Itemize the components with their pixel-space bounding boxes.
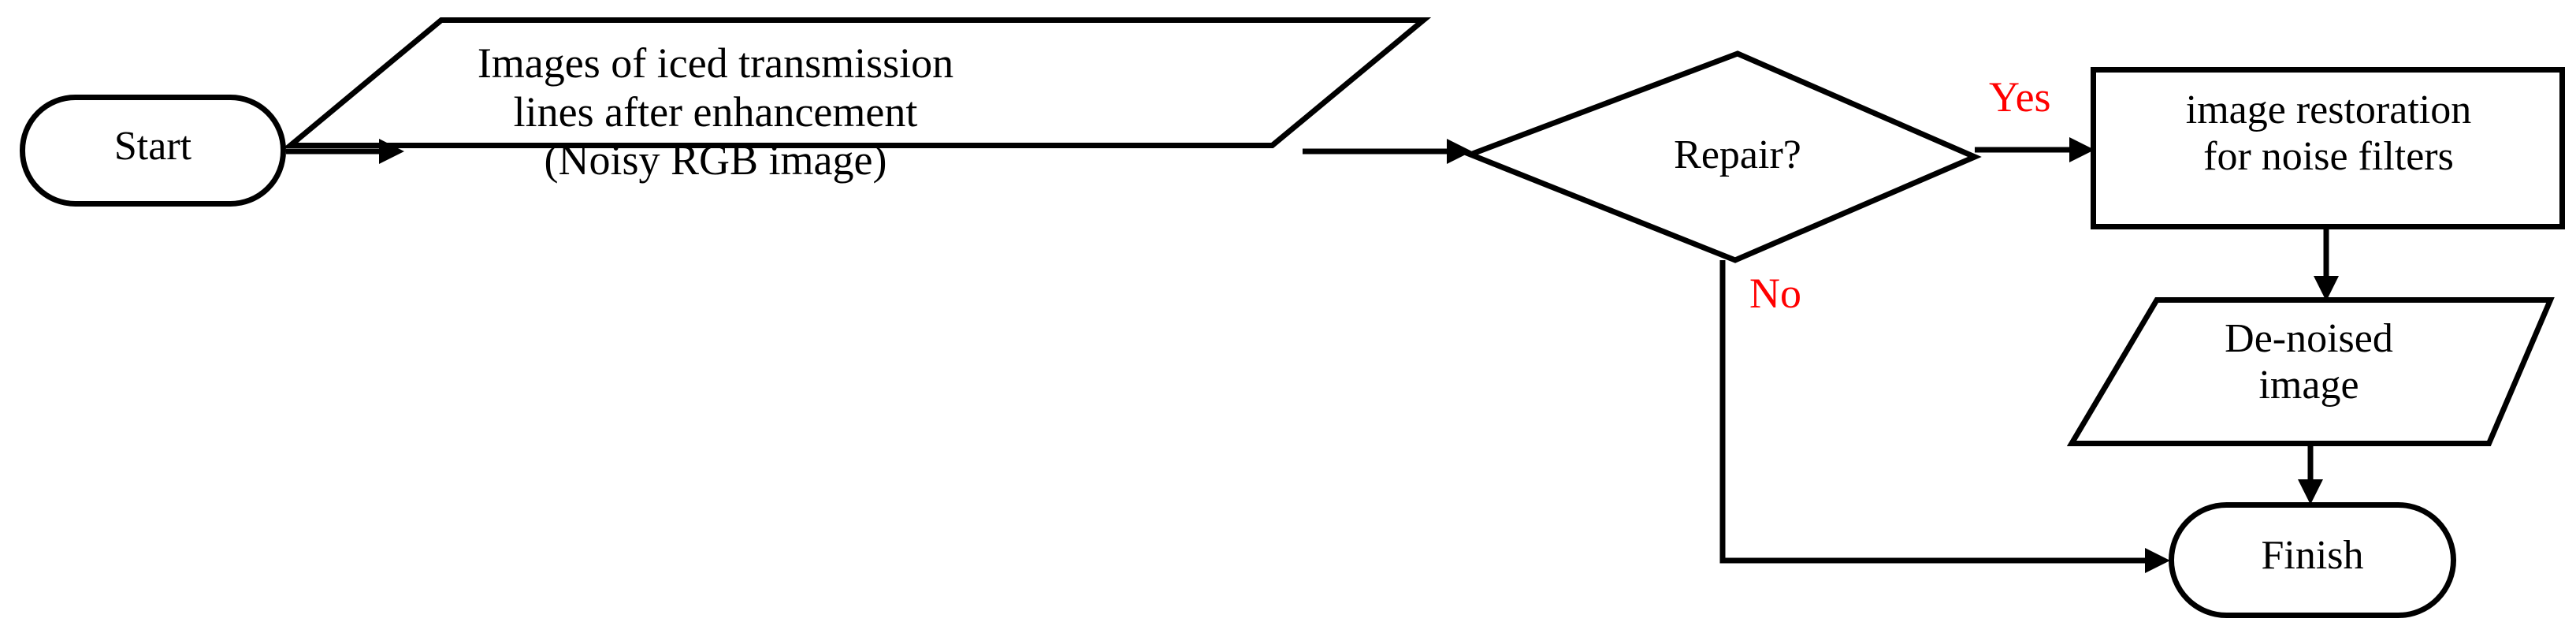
image-restoration-node-label: image restoration for noise filters xyxy=(2185,88,2472,180)
edge-input-to-decision-arrowhead xyxy=(1447,139,1472,164)
input-images-node-shape[interactable] xyxy=(282,17,1432,148)
edge-restoration-to-denoised-arrowhead xyxy=(2314,276,2339,301)
edge-no-to-finish xyxy=(1719,260,2150,564)
input-images-node-label: Images of iced transmission lines after … xyxy=(477,39,954,184)
finish-node-label: Finish xyxy=(2261,533,2364,578)
decision-repair-node-label: Repair? xyxy=(1674,132,1801,177)
start-node-shape[interactable] xyxy=(20,95,286,207)
edge-denoised-to-finish-arrowhead xyxy=(2298,479,2323,505)
edge-label-yes: Yes xyxy=(1989,73,2051,121)
finish-node-shape[interactable] xyxy=(2169,502,2456,618)
edge-no-to-finish-arrowhead xyxy=(2145,548,2170,573)
edge-label-no: No xyxy=(1749,270,1801,317)
decision-repair-node-shape[interactable] xyxy=(1463,50,1982,263)
denoised-image-node-shape[interactable] xyxy=(2066,297,2555,446)
image-restoration-node-shape[interactable] xyxy=(2091,67,2565,229)
edge-decision-yes-arrowhead xyxy=(2069,137,2095,162)
denoised-image-node-label: De-noised image xyxy=(2225,316,2393,408)
edge-start-to-input-arrowhead xyxy=(379,139,404,164)
start-node-label: Start xyxy=(113,124,192,169)
